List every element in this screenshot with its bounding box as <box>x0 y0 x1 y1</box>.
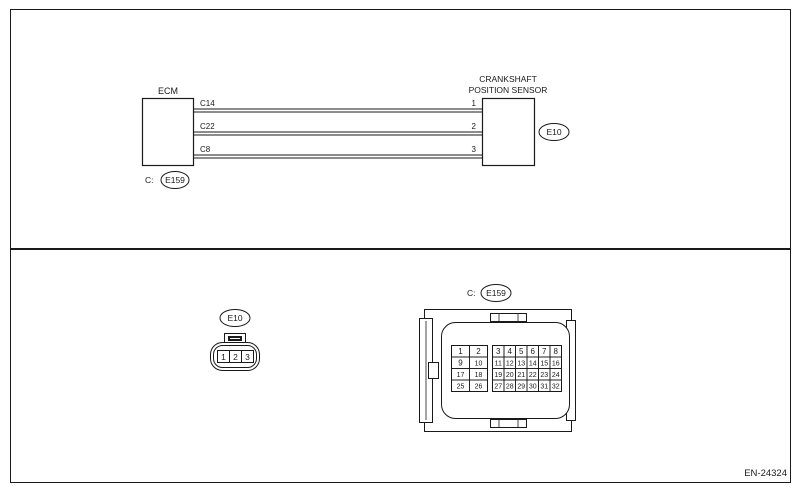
e159-pin-number: 21 <box>517 372 525 379</box>
e10-connector-id: E10 <box>227 313 242 323</box>
e10-pin: 2 <box>233 352 238 362</box>
sensor-box <box>481 97 536 167</box>
e159-pin-number: 5 <box>519 347 524 356</box>
sensor-pin-label: 1 <box>472 99 477 108</box>
ecm-pin-label: C22 <box>200 122 215 131</box>
e159-pin-number: 10 <box>475 361 483 368</box>
e159-pin-number: 13 <box>517 361 525 368</box>
e159-pin-number: 4 <box>508 347 513 356</box>
e159-connector-oval <box>480 284 512 302</box>
sensor-connector-id: E10 <box>546 127 561 137</box>
e159-pin-number: 16 <box>552 361 560 368</box>
e159-pin-number: 27 <box>494 384 502 391</box>
e10-connector-oval <box>219 309 251 327</box>
figure-code: EN-24324 <box>744 468 787 479</box>
e159-pin-number: 9 <box>458 359 463 368</box>
e159-pin-number: 24 <box>552 372 560 379</box>
sensor-label-line1: CRANKSHAFT <box>479 74 537 84</box>
e159-pin-number: 25 <box>457 384 465 391</box>
ecm-box <box>141 97 195 167</box>
e159-pin-number: 30 <box>529 384 537 391</box>
e159-pin-number: 6 <box>531 347 536 356</box>
e159-pin-number: 3 <box>496 347 501 356</box>
sensor-connector-oval <box>538 123 570 141</box>
e159-pin-cell <box>549 379 562 392</box>
wire-c22 <box>194 131 482 136</box>
ecm-connector-oval <box>160 171 190 189</box>
e159-pin-cell <box>469 379 488 392</box>
e10-pin: 1 <box>221 352 226 362</box>
sensor-label-line2: POSITION SENSOR <box>469 85 548 95</box>
sensor-pin-label: 3 <box>472 145 477 154</box>
wire-c8 <box>194 154 482 159</box>
e159-pin-number: 23 <box>540 372 548 379</box>
connector-e10 <box>210 333 260 371</box>
e159-pin-number: 18 <box>475 372 483 379</box>
e159-connector-id: E159 <box>486 288 506 298</box>
wire-c14 <box>194 108 482 113</box>
e159-pin-number: 29 <box>517 384 525 391</box>
e159-pin-number: 28 <box>506 384 514 391</box>
e159-pin-number: 15 <box>540 361 548 368</box>
e159-pin-number: 22 <box>529 372 537 379</box>
e159-pin-number: 19 <box>494 372 502 379</box>
e159-pin-number: 20 <box>506 372 514 379</box>
e159-pin-number: 17 <box>457 372 465 379</box>
e159-pin-number: 2 <box>476 347 481 356</box>
e159-pin-number: 31 <box>540 384 548 391</box>
ecm-label: ECM <box>158 86 178 96</box>
ecm-connector-prefix: C: <box>145 175 154 185</box>
e159-pin-number: 11 <box>495 361 502 368</box>
diagram-frame <box>10 9 791 483</box>
e159-pin-number: 1 <box>458 347 463 356</box>
sensor-pin-label: 2 <box>472 122 477 131</box>
ecm-pin-label: C8 <box>200 145 211 154</box>
e159-pin-number: 32 <box>552 384 560 391</box>
ecm-connector-id: E159 <box>165 175 185 185</box>
e159-pin-number: 8 <box>554 347 559 356</box>
e10-pin: 3 <box>245 352 250 362</box>
e159-pin-number: 14 <box>529 361 537 368</box>
e159-pin-number: 7 <box>542 347 547 356</box>
e159-connector-prefix: C: <box>467 288 476 298</box>
e159-pin-number: 12 <box>506 361 514 368</box>
e159-pin-number: 26 <box>475 384 483 391</box>
ecm-pin-label: C14 <box>200 99 215 108</box>
